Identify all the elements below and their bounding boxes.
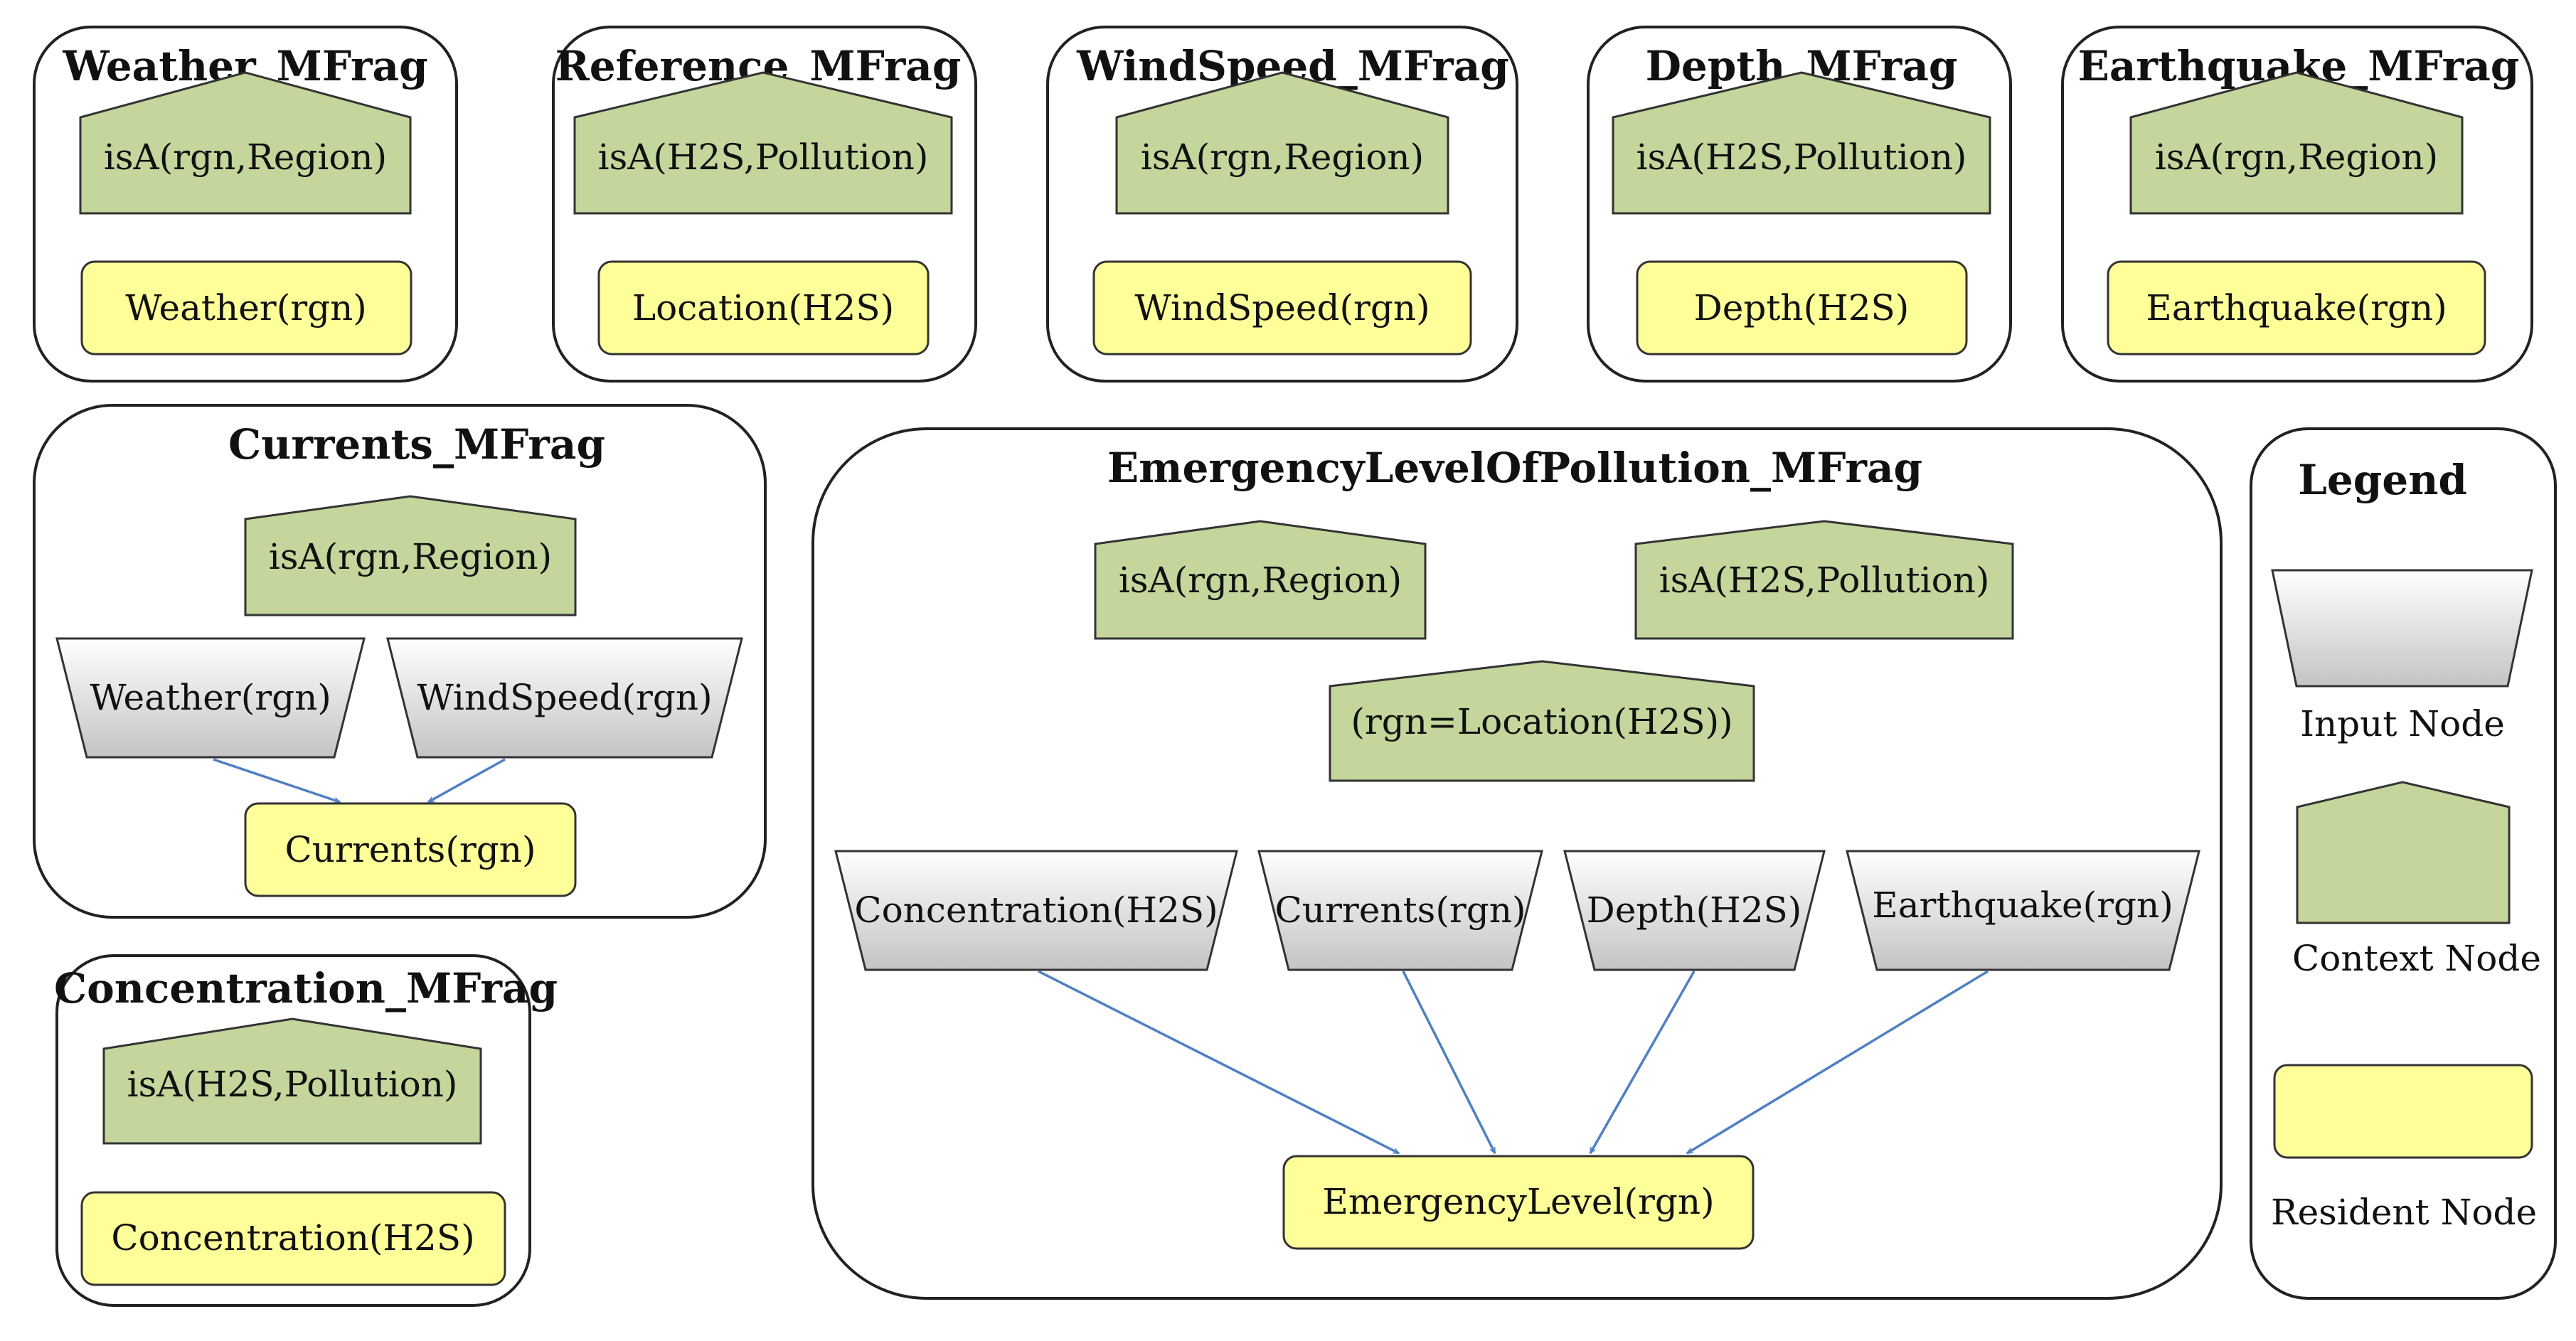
legend-context-label: Context Node [2292, 938, 2541, 979]
legend-input-label: Input Node [2300, 703, 2505, 744]
emergency-input-currents-label: Currents(rgn) [1275, 889, 1526, 931]
currents-context-label: isA(rgn,Region) [269, 536, 552, 577]
emergency-input-earthquake: Earthquake(rgn) [1846, 850, 2200, 971]
emergency-context-pollution: isA(H2S,Pollution) [1634, 520, 2014, 640]
edge-earthquake-to-emergency [1687, 970, 1989, 1155]
weather-resident-node: Weather(rgn) [80, 260, 413, 356]
reference-resident-node: Location(H2S) [597, 260, 930, 356]
earthquake-resident-node: Earthquake(rgn) [2107, 260, 2486, 356]
weather-context-node: isA(rgn,Region) [79, 71, 412, 215]
concentration-resident-node: Concentration(H2S) [80, 1191, 506, 1286]
depth-context-node: isA(H2S,Pollution) [1612, 71, 1991, 215]
windspeed-resident-node: WindSpeed(rgn) [1092, 260, 1472, 356]
emergency-context-location-label: (rgn=Location(H2S)) [1351, 701, 1733, 742]
currents-context-node: isA(rgn,Region) [244, 495, 577, 616]
depth-resident-node: Depth(H2S) [1636, 260, 1968, 356]
concentration-context-node: isA(H2S,Pollution) [102, 1017, 482, 1145]
reference-context-node: isA(H2S,Pollution) [573, 71, 953, 215]
edge-concentration-to-emergency [1038, 970, 1399, 1155]
emergency-input-depth: Depth(H2S) [1563, 850, 1826, 971]
earthquake-resident-label: Earthquake(rgn) [2146, 287, 2447, 328]
concentration-mfrag: Concentration_MFrag isA(H2S,Pollution) C… [54, 954, 558, 1307]
edge-currents-to-emergency [1402, 971, 1496, 1153]
currents-resident-node: Currents(rgn) [244, 802, 577, 897]
legend: Legend Input Node Context Node Resident … [2250, 427, 2557, 1300]
emergency-context-region-label: isA(rgn,Region) [1119, 560, 1402, 601]
windspeed-resident-label: WindSpeed(rgn) [1134, 287, 1430, 328]
concentration-resident-label: Concentration(H2S) [111, 1217, 474, 1259]
currents-input-weather-label: Weather(rgn) [90, 677, 331, 718]
emergency-input-currents: Currents(rgn) [1257, 850, 1543, 971]
legend-resident-label: Resident Node [2271, 1192, 2537, 1233]
reference-resident-label: Location(H2S) [632, 287, 894, 328]
depth-mfrag: Depth_MFrag isA(H2S,Pollution) Depth(H2S… [1587, 26, 2012, 383]
earthquake-context-label: isA(rgn,Region) [2155, 137, 2438, 178]
emergency-input-concentration-label: Concentration(H2S) [854, 889, 1218, 931]
weather-context-label: isA(rgn,Region) [104, 137, 387, 178]
depth-resident-label: Depth(H2S) [1694, 287, 1910, 328]
legend-context-node-swatch [2296, 781, 2511, 924]
emergency-context-region: isA(rgn,Region) [1094, 520, 1427, 640]
depth-context-label: isA(H2S,Pollution) [1636, 137, 1967, 178]
currents-mfrag: Currents_MFrag isA(rgn,Region) Weather(r… [33, 404, 767, 919]
currents-input-weather: Weather(rgn) [55, 637, 366, 759]
earthquake-context-node: isA(rgn,Region) [2129, 71, 2464, 215]
emergency-resident-label: EmergencyLevel(rgn) [1322, 1181, 1714, 1222]
reference-context-label: isA(H2S,Pollution) [598, 137, 929, 178]
emergency-context-pollution-label: isA(H2S,Pollution) [1659, 560, 1990, 601]
emergency-input-depth-label: Depth(H2S) [1587, 889, 1802, 931]
currents-input-windspeed: WindSpeed(rgn) [386, 637, 743, 759]
edge-windspeed-to-currents [428, 758, 506, 803]
weather-mfrag: Weather_MFrag isA(rgn,Region) Weather(rg… [33, 26, 458, 383]
windspeed-context-node: isA(rgn,Region) [1115, 71, 1449, 215]
currents-resident-label: Currents(rgn) [285, 829, 536, 870]
legend-title: Legend [2298, 456, 2467, 504]
edge-weather-to-currents [213, 758, 340, 802]
emergency-input-earthquake-label: Earthquake(rgn) [1872, 885, 2173, 926]
emergency-mfrag-title: EmergencyLevelOfPollution_MFrag [1107, 444, 1922, 492]
weather-resident-label: Weather(rgn) [125, 287, 367, 328]
edge-depth-to-emergency [1589, 971, 1696, 1153]
legend-resident-node-swatch [2273, 1064, 2533, 1159]
emergency-context-location: (rgn=Location(H2S)) [1329, 660, 1755, 782]
emergency-mfrag: EmergencyLevelOfPollution_MFrag isA(rgn,… [811, 427, 2223, 1300]
windspeed-context-label: isA(rgn,Region) [1141, 137, 1424, 178]
currents-input-windspeed-label: WindSpeed(rgn) [417, 677, 712, 718]
emergency-input-concentration: Concentration(H2S) [834, 850, 1238, 971]
currents-mfrag-title: Currents_MFrag [228, 420, 605, 469]
emergency-resident-node: EmergencyLevel(rgn) [1282, 1155, 1755, 1250]
windspeed-mfrag: WindSpeed_MFrag isA(rgn,Region) WindSpee… [1046, 26, 1518, 383]
earthquake-mfrag: Earthquake_MFrag isA(rgn,Region) Earthqu… [2061, 26, 2533, 383]
legend-input-node-swatch [2271, 569, 2533, 688]
concentration-mfrag-title: Concentration_MFrag [54, 964, 558, 1013]
concentration-context-label: isA(H2S,Pollution) [127, 1064, 458, 1105]
reference-mfrag: Reference_MFrag isA(H2S,Pollution) Locat… [552, 26, 977, 383]
